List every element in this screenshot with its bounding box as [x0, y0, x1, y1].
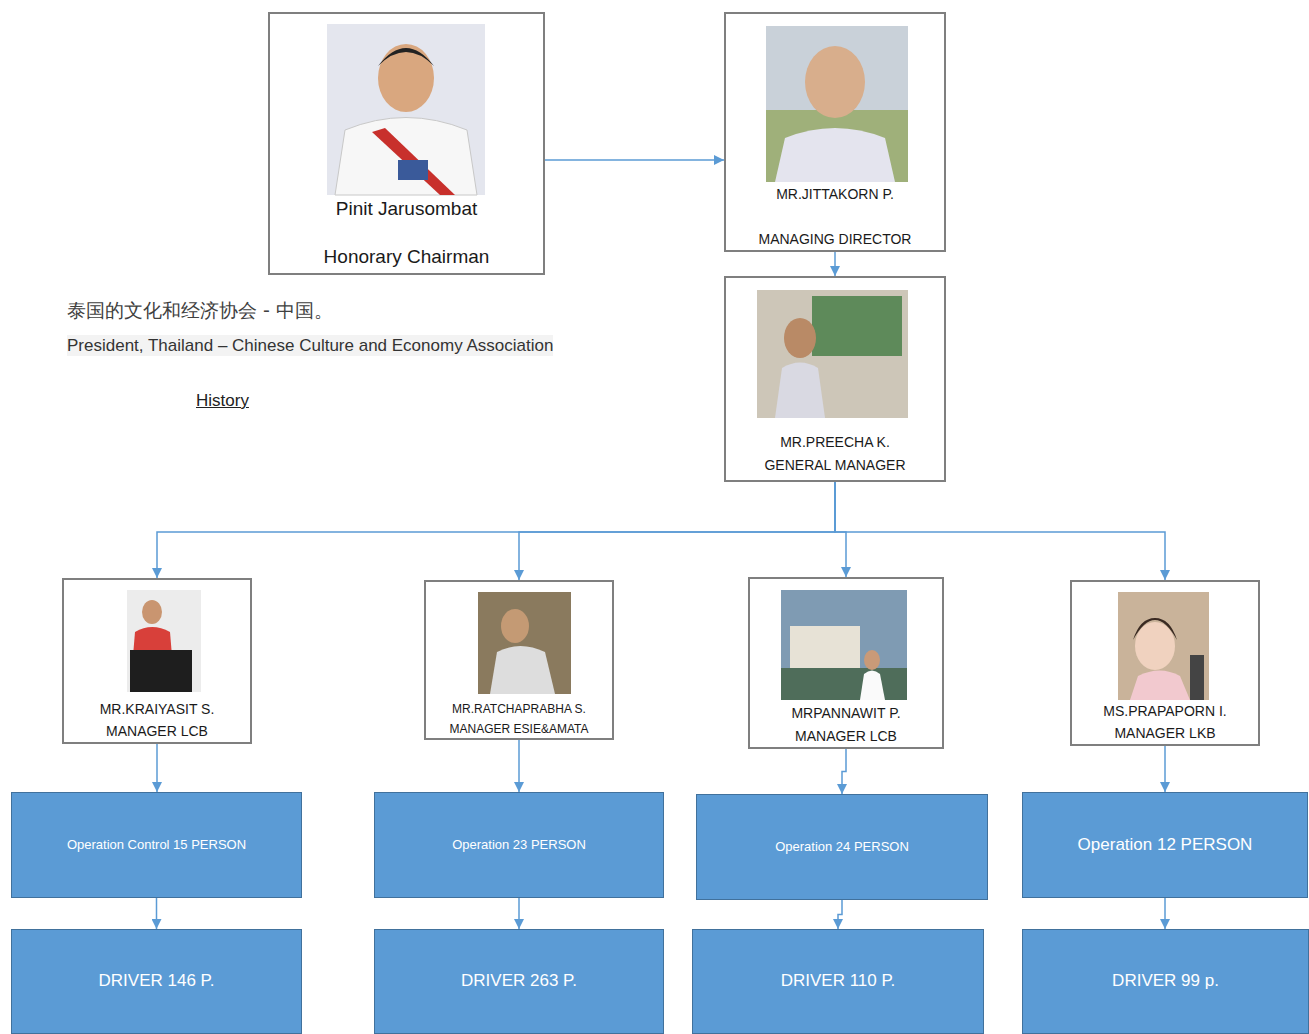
person-name: MR.PREECHA K.	[776, 434, 894, 451]
person-name: MS.PRAPAPORN I.	[1099, 703, 1230, 720]
director-box: MR.JITTAKORN P. MANAGING DIRECTOR	[724, 12, 946, 252]
field-shape	[766, 110, 908, 182]
operation-box: Operation 23 PERSON	[374, 792, 664, 898]
box-text: Operation 24 PERSON	[771, 839, 913, 855]
box-text: Operation Control 15 PERSON	[63, 837, 250, 853]
head-shape	[805, 46, 865, 118]
driver-box: DRIVER 110 P.	[692, 929, 984, 1034]
arrow-connector	[156, 744, 158, 792]
photo-ground	[781, 590, 907, 700]
portrait-photo	[781, 590, 907, 700]
laptop-shape	[130, 650, 192, 692]
head-shape	[864, 650, 880, 670]
arrow-connector	[518, 740, 520, 792]
box-text: DRIVER 263 P.	[457, 971, 581, 991]
box-text: DRIVER 110 P.	[777, 971, 900, 991]
arrow-connector	[842, 749, 846, 794]
shirt-shape	[860, 671, 885, 701]
box-text: Operation 12 PERSON	[1074, 835, 1257, 855]
portrait-photo	[327, 24, 485, 195]
arrow-connector	[519, 482, 835, 580]
head-shape	[1135, 622, 1175, 670]
arrow-connector	[518, 898, 520, 929]
driver-box: DRIVER 263 P.	[374, 929, 664, 1034]
job-title: GENERAL MANAGER	[760, 457, 909, 474]
portrait-photo	[1118, 592, 1209, 700]
operation-box: Operation 12 PERSON	[1022, 792, 1308, 898]
portrait-photo	[766, 26, 908, 182]
arrow-connector	[1164, 898, 1166, 929]
arrow-connector	[835, 482, 846, 577]
person-name: MRPANNAWIT P.	[787, 705, 904, 722]
arrow-connector	[838, 900, 842, 929]
sign-shape	[812, 296, 902, 356]
box-text: Operation 23 PERSON	[448, 837, 590, 853]
box-text: DRIVER 99 p.	[1108, 971, 1223, 991]
photo-ground	[766, 26, 908, 182]
arrow-connector	[156, 898, 158, 929]
person-name: MR.KRAIYASIT S.	[96, 701, 219, 718]
arrow-connector	[834, 252, 836, 276]
person-name: Pinit Jarusombat	[332, 198, 482, 221]
person-name: MR.JITTAKORN P.	[772, 186, 898, 203]
hair-shape	[1133, 618, 1177, 640]
shirt-shape	[1130, 671, 1190, 701]
head-shape	[784, 318, 816, 358]
manager-box: MR.KRAIYASIT S. MANAGER LCB	[62, 578, 252, 744]
manager-box: MR.RATCHAPRABHA S. MANAGER ESIE&AMATA	[424, 580, 614, 740]
job-title: MANAGER LCB	[791, 728, 901, 745]
portrait-photo	[757, 290, 908, 418]
job-title: MANAGER LCB	[102, 723, 212, 740]
shirt-shape	[775, 363, 825, 419]
portrait-photo	[127, 590, 201, 692]
history-link: History	[196, 390, 249, 411]
arrow-connector	[545, 159, 724, 161]
medals-shape	[398, 160, 428, 180]
person-name: MR.RATCHAPRABHA S.	[448, 702, 590, 716]
arrow-connector	[1164, 746, 1166, 792]
arrow-connector	[157, 482, 835, 578]
head-shape	[142, 600, 162, 624]
hair-shape	[378, 48, 434, 66]
uniform-shape	[335, 118, 477, 196]
portrait-photo	[478, 592, 571, 694]
bottle-shape	[1190, 655, 1204, 700]
operation-box: Operation 24 PERSON	[696, 794, 988, 900]
driver-box: DRIVER 99 p.	[1022, 929, 1309, 1034]
chairman-box: Pinit JarusombatHonorary Chairman	[268, 12, 545, 275]
job-title: MANAGER LKB	[1110, 725, 1219, 742]
head-shape	[501, 609, 529, 643]
photo-ground	[127, 590, 201, 692]
shirt-shape	[775, 128, 895, 182]
job-title: MANAGER ESIE&AMATA	[446, 722, 593, 736]
arrow-connector	[835, 482, 1165, 580]
photo-ground	[757, 290, 908, 418]
photo-ground	[478, 592, 571, 694]
water-shape	[781, 668, 907, 700]
sash-shape	[372, 128, 455, 195]
job-title: MANAGING DIRECTOR	[755, 231, 916, 248]
manager-box: MR.PREECHA K. GENERAL MANAGER	[724, 276, 946, 482]
job-title: Honorary Chairman	[320, 246, 494, 269]
box-text: DRIVER 146 P.	[95, 971, 219, 991]
photo-ground	[327, 24, 485, 195]
position-note: President, Thailand – Chinese Culture an…	[67, 335, 553, 356]
head-shape	[378, 44, 434, 112]
building-shape	[790, 626, 860, 668]
photo-ground	[1118, 592, 1209, 700]
shirt-shape	[490, 646, 555, 694]
chinese-title: 泰国的文化和经济协会 - 中国。	[67, 299, 333, 323]
driver-box: DRIVER 146 P.	[11, 929, 302, 1034]
manager-box: MRPANNAWIT P. MANAGER LCB	[748, 577, 944, 749]
manager-box: MS.PRAPAPORN I. MANAGER LKB	[1070, 580, 1260, 746]
operation-box: Operation Control 15 PERSON	[11, 792, 302, 898]
